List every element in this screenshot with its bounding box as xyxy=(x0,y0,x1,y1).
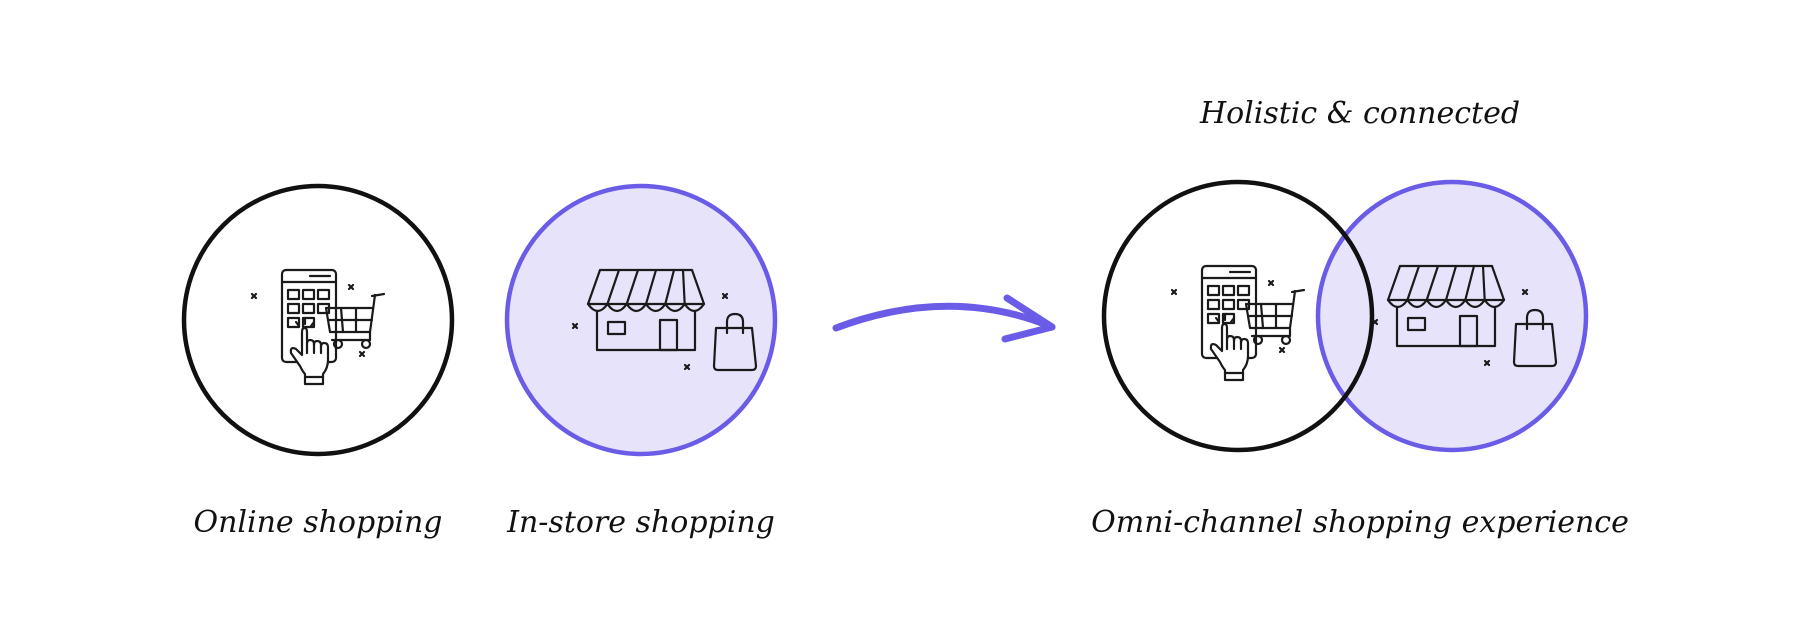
curved-arrow-icon xyxy=(832,294,1056,343)
online-shopping-node xyxy=(181,183,455,457)
omni-caption: Holistic & connected xyxy=(1199,96,1520,131)
omnichannel-node xyxy=(1101,179,1589,453)
omni-label: Omni-channel shopping experience xyxy=(1091,505,1629,540)
omni-mobile-shopping-cart-icon xyxy=(1170,264,1306,382)
omni-online-circle xyxy=(1101,179,1375,453)
online-label: Online shopping xyxy=(193,505,442,540)
instore-circle xyxy=(504,183,778,457)
instore-label: In-store shopping xyxy=(506,505,775,540)
omni-instore-circle xyxy=(1315,179,1589,453)
instore-shopping-node xyxy=(504,183,778,457)
online-circle xyxy=(181,183,455,457)
